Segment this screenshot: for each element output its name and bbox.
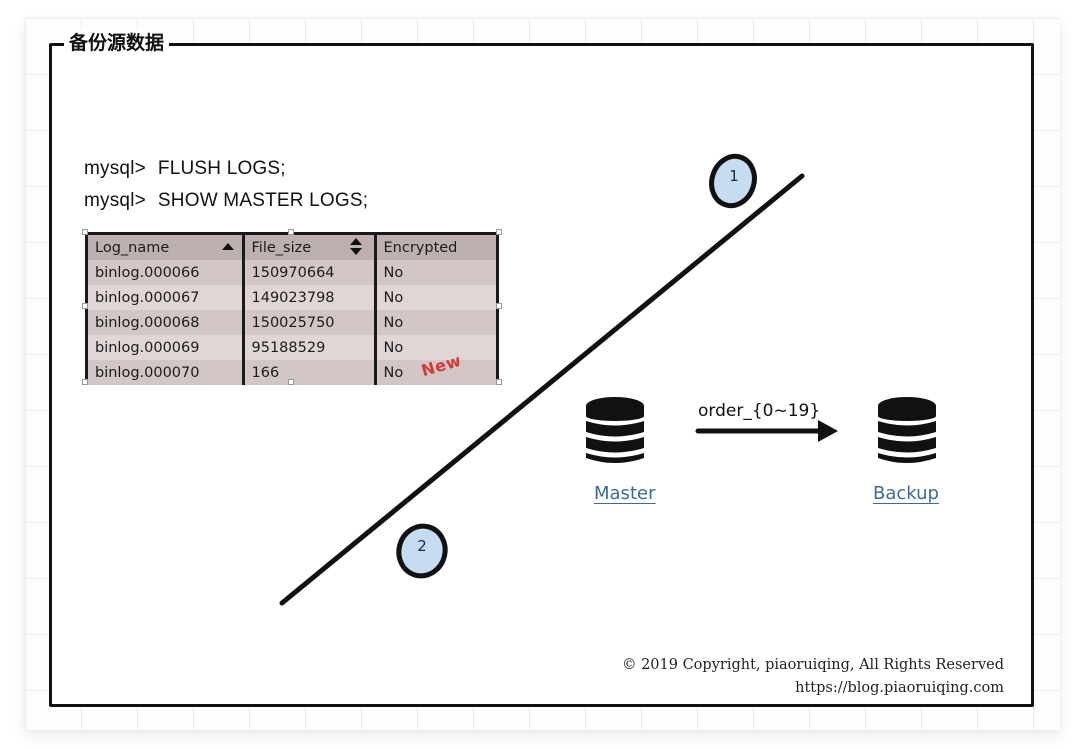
table-row: binlog.000070 166 No <box>88 360 496 385</box>
cell-file-size: 95188529 <box>243 335 377 360</box>
resize-handle[interactable] <box>82 229 88 235</box>
step-1-number: 1 <box>729 167 739 185</box>
column-header-file-size[interactable]: File_size <box>243 235 377 260</box>
step-2-number: 2 <box>417 537 427 555</box>
mysql-prompt: mysql> <box>84 190 146 211</box>
command-statement: SHOW MASTER LOGS; <box>157 190 369 211</box>
command-line-show: mysql> SHOW MASTER LOGS; <box>84 190 368 212</box>
resize-handle[interactable] <box>82 379 88 385</box>
resize-handle[interactable] <box>496 303 502 309</box>
cell-log-name: binlog.000067 <box>88 285 245 310</box>
column-header-log-name[interactable]: Log_name <box>88 235 245 260</box>
cell-encrypted: No <box>375 285 496 310</box>
resize-handle[interactable] <box>496 229 502 235</box>
command-statement: FLUSH LOGS; <box>157 158 286 179</box>
cell-log-name: binlog.000068 <box>88 310 245 335</box>
cell-log-name: binlog.000070 <box>88 360 245 385</box>
cell-encrypted: No <box>375 310 496 335</box>
cell-file-size: 149023798 <box>243 285 377 310</box>
table-header-row: Log_name File_size Encrypted <box>88 235 496 260</box>
cell-log-name: binlog.000069 <box>88 335 245 360</box>
blog-url[interactable]: https://blog.piaoruiqing.com <box>795 680 1004 696</box>
arrow-label: order_{0~19} <box>698 401 821 421</box>
backup-label[interactable]: Backup <box>873 483 939 504</box>
table-row: binlog.000068 150025750 No <box>88 310 496 335</box>
master-label[interactable]: Master <box>594 483 656 504</box>
binlog-table: Log_name File_size Encrypted binlog.0000… <box>85 232 499 385</box>
table-row: binlog.000069 95188529 No <box>88 335 496 360</box>
resize-handle[interactable] <box>288 229 294 235</box>
step-1-marker <box>709 153 757 209</box>
resize-handle[interactable] <box>288 379 294 385</box>
backup-database-icon <box>878 397 936 463</box>
cell-file-size: 166 <box>243 360 377 385</box>
table-row: binlog.000066 150970664 No <box>88 260 496 285</box>
copyright-text: © 2019 Copyright, piaoruiqing, All Right… <box>621 657 1004 673</box>
resize-handle[interactable] <box>82 303 88 309</box>
cell-file-size: 150970664 <box>243 260 377 285</box>
cell-encrypted: No <box>375 335 496 360</box>
arrow-right-icon <box>695 420 838 442</box>
cell-log-name: binlog.000066 <box>88 260 245 285</box>
table-row: binlog.000067 149023798 No <box>88 285 496 310</box>
divider-line <box>279 173 805 606</box>
column-header-encrypted[interactable]: Encrypted <box>375 235 496 260</box>
step-2-marker <box>396 523 448 579</box>
cell-encrypted: No <box>375 360 496 385</box>
cell-encrypted: No <box>375 260 496 285</box>
master-database-icon <box>586 397 644 463</box>
mysql-prompt: mysql> <box>84 158 146 179</box>
sort-ascending-icon <box>221 243 234 250</box>
sort-icon <box>349 238 362 256</box>
cell-file-size: 150025750 <box>243 310 377 335</box>
resize-handle[interactable] <box>496 379 502 385</box>
frame-title: 备份源数据 <box>64 30 170 56</box>
command-line-flush: mysql> FLUSH LOGS; <box>84 158 286 180</box>
